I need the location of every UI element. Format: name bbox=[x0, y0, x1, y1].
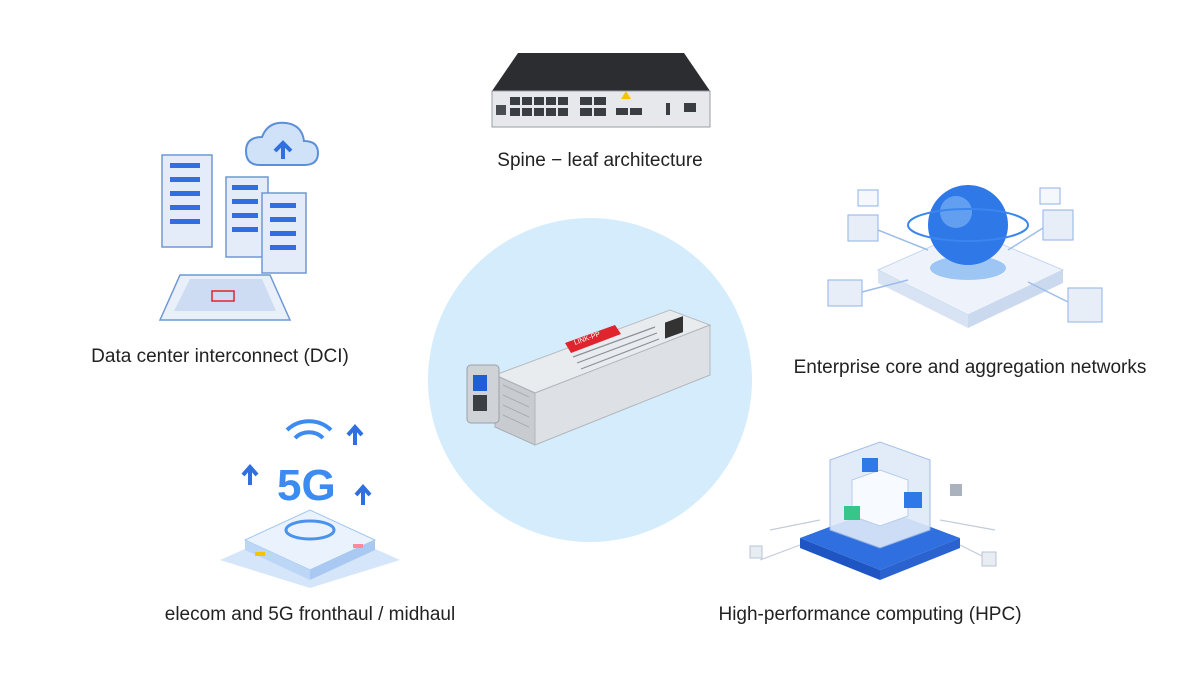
5g-illustration: 5G bbox=[220, 419, 400, 588]
sfp-transceiver-icon: LINK-PP bbox=[466, 309, 712, 446]
label-spine-leaf: Spine − leaf architecture bbox=[497, 150, 703, 171]
label-hpc: High-performance computing (HPC) bbox=[718, 604, 1022, 625]
switch-icon bbox=[491, 53, 711, 128]
globe-network-icon bbox=[827, 185, 1103, 328]
5g-tower-icon: 5G bbox=[220, 419, 400, 588]
compute-cube-icon bbox=[749, 441, 997, 580]
enterprise-illustration bbox=[827, 185, 1103, 328]
label-dci: Data center interconnect (DCI) bbox=[91, 346, 349, 367]
hpc-illustration bbox=[749, 441, 997, 580]
label-telecom-5g: elecom and 5G fronthaul / midhaul bbox=[164, 604, 456, 625]
switch-illustration bbox=[491, 53, 711, 128]
sfp-module-illustration: LINK-PP bbox=[428, 218, 752, 542]
servers-cloud-icon bbox=[158, 121, 320, 321]
dci-illustration bbox=[158, 121, 320, 321]
label-enterprise: Enterprise core and aggregation networks bbox=[793, 357, 1147, 378]
5g-badge-text: 5G bbox=[277, 461, 336, 510]
